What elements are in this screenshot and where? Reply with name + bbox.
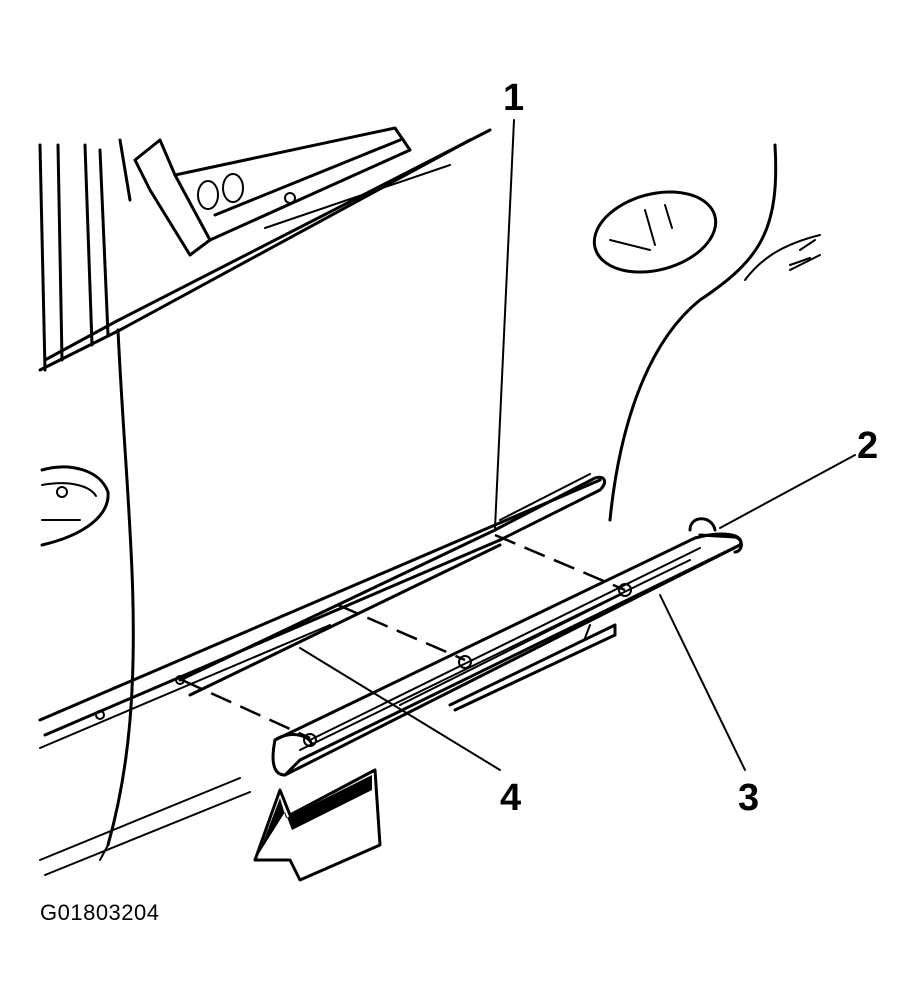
callout-3: 3 bbox=[738, 777, 759, 819]
front-door-frame bbox=[38, 126, 492, 372]
rear-door-handle bbox=[592, 190, 718, 274]
molding-retainer-strip bbox=[178, 473, 607, 697]
front-direction-arrow-icon bbox=[253, 768, 382, 882]
callout-leaders bbox=[299, 119, 856, 771]
rear-wheel-arch bbox=[608, 143, 821, 522]
door-seam bbox=[99, 328, 135, 861]
callout-2: 2 bbox=[857, 425, 878, 467]
figure-id: G01803204 bbox=[40, 900, 160, 925]
front-door-handle bbox=[40, 465, 110, 547]
rocker-molding bbox=[271, 532, 743, 777]
retainer-clip bbox=[688, 517, 743, 554]
callout-4: 4 bbox=[500, 777, 521, 819]
callout-1: 1 bbox=[503, 77, 524, 119]
alignment-lines bbox=[181, 533, 626, 740]
lower-body-sill bbox=[38, 478, 602, 876]
